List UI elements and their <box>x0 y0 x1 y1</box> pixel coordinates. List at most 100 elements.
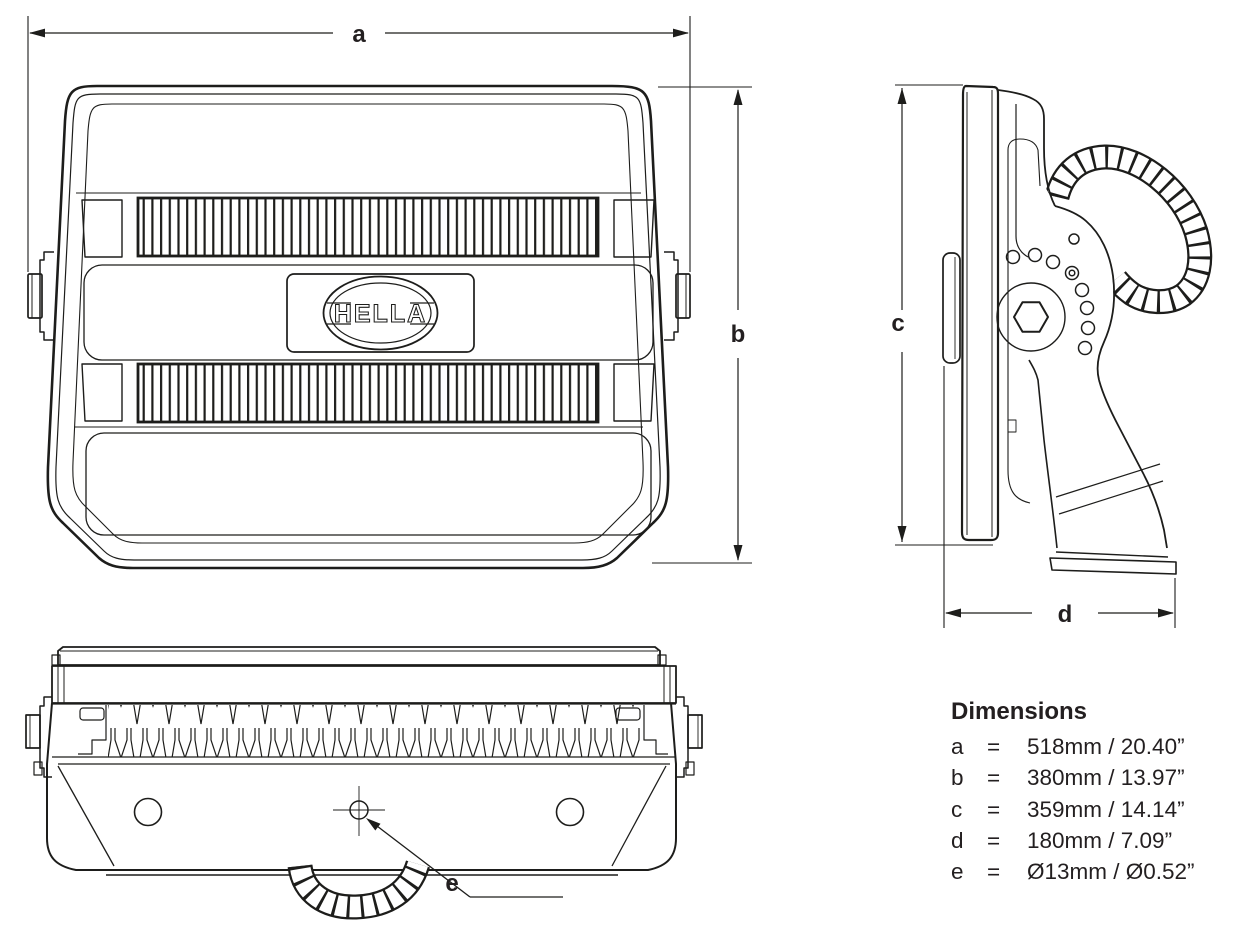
dim-e-arrowhead <box>366 818 381 831</box>
side-mount-plate-right <box>664 251 679 341</box>
dimension-row-a: a=518mm / 20.40” <box>951 731 1195 762</box>
logo-plate <box>286 273 475 353</box>
bottom-lens-bar <box>57 646 661 666</box>
mount-hole-left <box>133 797 163 827</box>
dim-row-equals: = <box>987 796 1001 822</box>
heatsink-tab-left <box>79 707 105 721</box>
middle-lens-band <box>83 264 654 361</box>
dimension-d: d <box>943 366 1176 628</box>
dim-row-equals: = <box>987 765 1001 791</box>
pivot-circle <box>996 282 1066 352</box>
dimensions-title: Dimensions <box>951 698 1088 725</box>
strip-end-cap-top-left <box>81 199 123 258</box>
hella-logo-text: HELLA <box>334 300 427 328</box>
dim-a-arrowhead-right <box>673 28 689 38</box>
dim-row-value: 180mm / 7.09” <box>1027 827 1173 853</box>
side-mount-knob-right <box>675 273 691 319</box>
dim-a-label: a <box>352 21 366 48</box>
bottom-bar-step-right <box>657 654 667 666</box>
front-inner-housing-line <box>55 93 661 561</box>
bracket-arm <box>997 89 1056 207</box>
side-cable-corrugation <box>1045 145 1212 314</box>
dim-row-letter: b <box>951 765 964 791</box>
dim-row-value: Ø13mm / Ø0.52” <box>1027 859 1195 885</box>
dimension-a: a <box>27 16 691 272</box>
bottom-lens-band <box>85 432 652 536</box>
dim-e-leader-diagonal <box>376 825 471 898</box>
dim-row-letter: d <box>951 827 964 853</box>
strip-end-cap-bottom-left <box>81 363 123 422</box>
bracket-head <box>1054 205 1116 381</box>
bracket-back-notch <box>1008 419 1017 433</box>
pivot-hex-bolt <box>1013 301 1049 333</box>
bracket-leg-bottom-line <box>1055 551 1169 558</box>
heatsink-fins <box>108 705 640 757</box>
dim-e-label: e <box>445 870 458 897</box>
side-mount-plate-left <box>39 251 54 341</box>
dimension-row-b: b = 380mm / 13.97” <box>951 762 1195 793</box>
dim-row-letter: e <box>951 859 964 885</box>
bracket-foot <box>1049 557 1177 575</box>
dim-d-arrowhead-left <box>945 608 961 618</box>
bottom-upper-band <box>51 665 677 704</box>
adjustment-holes <box>1005 233 1096 356</box>
heatsink-tab-right <box>615 707 641 721</box>
dim-row-value: 359mm / 14.14” <box>1027 796 1185 822</box>
bracket-leg-left-edge <box>1028 359 1058 549</box>
bottom-back-housing <box>46 702 677 871</box>
strip-end-cap-top-right <box>613 199 655 258</box>
bracket-fill <box>998 92 1167 548</box>
dim-row-value: 518mm / 20.40” <box>1027 734 1185 759</box>
side-view <box>942 84 1213 575</box>
bracket-leg-crease <box>1055 463 1164 515</box>
mount-hole-right <box>555 797 585 827</box>
front-outer-housing <box>46 84 670 570</box>
bottom-bracket-tab-left <box>33 761 43 776</box>
bracket-arm-inner-edge <box>1015 104 1029 258</box>
dim-b-arrowhead-top <box>733 89 743 105</box>
dim-row-equals: = <box>987 859 1001 885</box>
dim-a-arrowhead-left <box>29 28 45 38</box>
led-strip-bottom <box>136 362 600 424</box>
heatsink-bottom-lines <box>52 756 676 765</box>
hella-logo-bars <box>327 302 434 325</box>
dimension-row-e: e = Ø13mm / Ø0.52” <box>951 856 1195 887</box>
side-mount-knob-left <box>27 273 43 319</box>
dim-c-arrowhead-top <box>897 88 907 104</box>
bottom-bracket-knob-right <box>687 714 703 749</box>
dim-row-equals: = <box>987 827 1001 853</box>
dimension-b: b <box>652 86 752 564</box>
heatsink-step-left <box>78 705 107 755</box>
strip-end-cap-bottom-right <box>613 363 655 422</box>
bottom-bracket-knob-left <box>25 714 41 749</box>
lamp-body-side <box>960 84 1000 542</box>
front-face-panel <box>72 103 644 544</box>
bottom-bar-step-left <box>51 654 61 666</box>
bracket-back-plate <box>1007 138 1041 504</box>
dim-c-arrowhead-bottom <box>897 526 907 542</box>
dimension-row-c: c = 359mm / 14.14” <box>951 794 1195 825</box>
lamp-body-side-inner-lines <box>966 90 993 537</box>
bottom-cable-core <box>289 860 428 918</box>
dim-row-value: 380mm / 13.97” <box>1027 765 1185 791</box>
dimension-c: c <box>891 84 993 546</box>
dim-b-arrowhead-bottom <box>733 545 743 561</box>
led-strip-top <box>136 196 600 258</box>
side-lens-bump <box>942 252 961 364</box>
front-view: HELLA <box>27 84 691 570</box>
heatsink-step-right <box>643 705 668 755</box>
bottom-band-end-lines <box>57 666 671 703</box>
bottom-bevel-left <box>57 765 115 867</box>
bottom-bevel-right <box>611 765 667 867</box>
hella-logo-oval-outer <box>322 275 439 351</box>
dimension-e: e <box>366 818 563 898</box>
bracket-leg-right-edge <box>1098 379 1168 549</box>
dimensions-table: Dimensions a=518mm / 20.40” b = 380mm / 13… <box>951 697 1195 887</box>
hella-logo-oval-inner <box>329 282 432 344</box>
dim-d-label: d <box>1058 601 1073 628</box>
dim-row-letter: c <box>951 796 963 822</box>
dim-d-arrowhead-right <box>1158 608 1174 618</box>
bottom-view <box>25 646 703 920</box>
